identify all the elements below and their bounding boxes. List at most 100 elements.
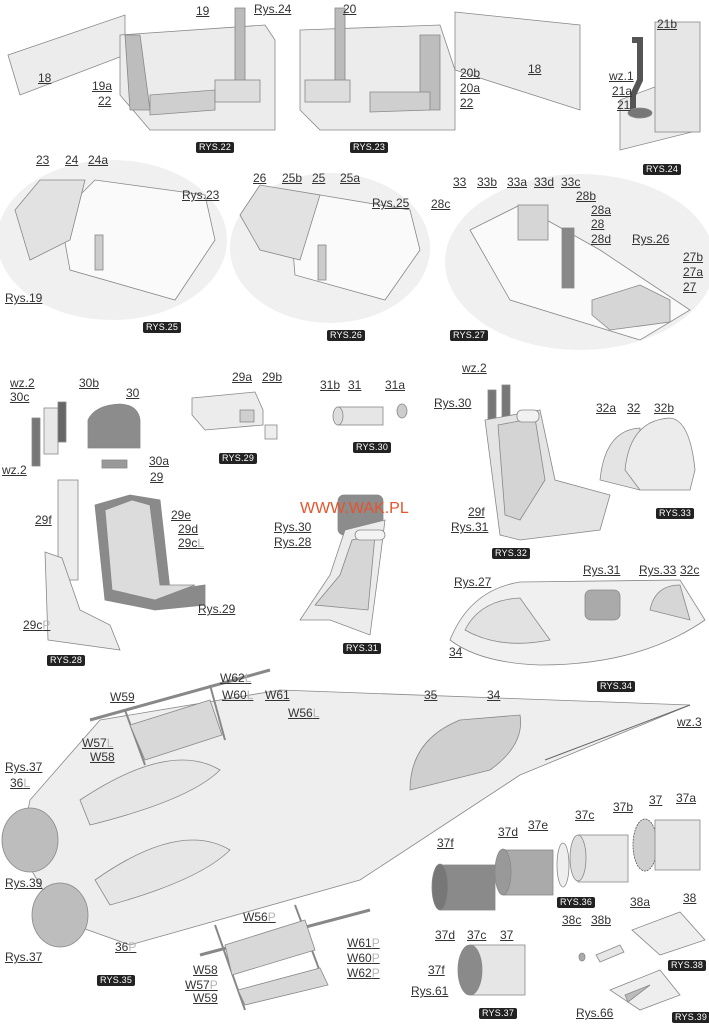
part-number: W60 [222,688,247,702]
figure-38-part [578,911,706,963]
part-label: 32c [680,563,700,577]
part-label: 38b [591,913,612,927]
part-label: 34 [449,645,463,659]
part-label-sided: W62P [347,967,380,980]
figure-tag: RYS.24 [643,164,682,175]
part-label-sided: W60P [347,952,380,965]
part-label: Rys.27 [454,575,492,589]
part-label: 37b [613,800,634,814]
part-label: 30a [149,454,170,468]
part-number: 29c [178,536,198,550]
part-label: 28d [591,232,612,246]
figure-tag: RYS.31 [343,643,382,654]
part-label: 29d [178,522,199,536]
figure-27-cockpit [445,174,709,350]
part-label: 37c [575,808,595,822]
part-label: 38a [630,895,651,909]
part-label: Rys.26 [632,232,670,246]
part-label: Rys.61 [411,984,449,998]
figure-tag: RYS.30 [353,442,392,453]
figure-tag: RYS.25 [143,322,182,333]
part-label: 32a [596,401,617,415]
figure-28-seat-exploded [31,401,206,651]
part-label: 38c [562,913,582,927]
part-label: 21a [612,84,633,98]
part-label: W58 [193,963,218,977]
part-label: 30b [79,376,100,390]
figure-tag: RYS.39 [672,1012,709,1023]
watermark-url: WWW.WAK.PL [300,500,409,517]
part-label: wz.3 [677,715,702,729]
part-label: 33a [507,175,528,189]
part-label: Rys.19 [5,291,43,305]
part-label: 21b [657,17,678,31]
part-label: 33d [534,175,555,189]
figure-tag: RYS.35 [97,975,136,986]
part-label: Rys.37 [5,950,43,964]
part-label: 29b [262,370,283,384]
part-label: 37d [498,825,519,839]
part-label: Rys.31 [451,520,489,534]
part-number: W57 [185,978,210,992]
part-number: 29c [23,618,43,632]
part-label-sided: W57L [82,737,113,750]
part-label: 33 [453,175,467,189]
side-suffix: L [23,776,31,790]
figure-tag: RYS.27 [450,330,489,341]
part-label: 30c [10,390,30,404]
part-label: 33b [477,175,498,189]
figure-tag: RYS.34 [597,681,636,692]
part-label: Rys.29 [198,602,236,616]
part-label: Rys.30 [434,396,472,410]
part-label: 23 [36,153,50,167]
side-suffix: L [197,536,205,550]
side-suffix: L [106,736,114,750]
part-label-sided: W60L [222,689,253,702]
part-label: wz.2 [462,361,487,375]
side-suffix: L [244,671,252,685]
part-label: Rys.39 [5,876,43,890]
part-label: W59 [110,690,135,704]
part-label: Rys.31 [583,563,621,577]
side-suffix: P [42,618,51,632]
figure-tag: RYS.38 [668,960,707,971]
part-label: 28c [431,197,451,211]
part-number: 36 [115,940,129,954]
part-label: Rys.33 [639,563,677,577]
figure-tag: RYS.28 [47,655,86,666]
part-label: Rys.37 [5,760,43,774]
figure-32-seat-side [484,384,611,541]
figure-tag: RYS.32 [492,548,531,559]
part-label-sided: W62L [220,672,251,685]
part-label: 27 [683,280,697,294]
part-label: 18 [528,62,542,76]
part-label: 31 [348,378,362,392]
figure-23-cockpit-right [299,7,581,131]
part-label: 37 [500,928,514,942]
part-label: 28 [591,217,605,231]
part-label: 29f [468,505,485,519]
part-label: Rys.66 [576,1006,614,1020]
figure-25-cockpit [0,160,227,320]
part-label: 24 [65,153,79,167]
part-label: W61 [265,688,290,702]
side-suffix: L [312,706,320,720]
figure-24-part [619,21,701,151]
part-label: 31b [320,378,341,392]
part-number: W62 [220,671,245,685]
part-label: 29 [150,470,164,484]
figure-30-part [332,403,408,426]
part-label: 28a [591,203,612,217]
part-label: 20 [343,2,357,16]
figure-36-engine-exploded [431,818,701,911]
figure-22-cockpit-left [7,7,276,131]
side-suffix: P [128,940,137,954]
part-label: Rys.25 [372,196,410,210]
part-label: 37d [435,928,456,942]
part-label: W58 [90,750,115,764]
figure-tag: RYS.36 [557,897,596,908]
part-label: 34 [487,688,501,702]
part-number: W57 [82,736,107,750]
figure-39-part [609,969,681,1011]
part-label: 28b [576,189,597,203]
